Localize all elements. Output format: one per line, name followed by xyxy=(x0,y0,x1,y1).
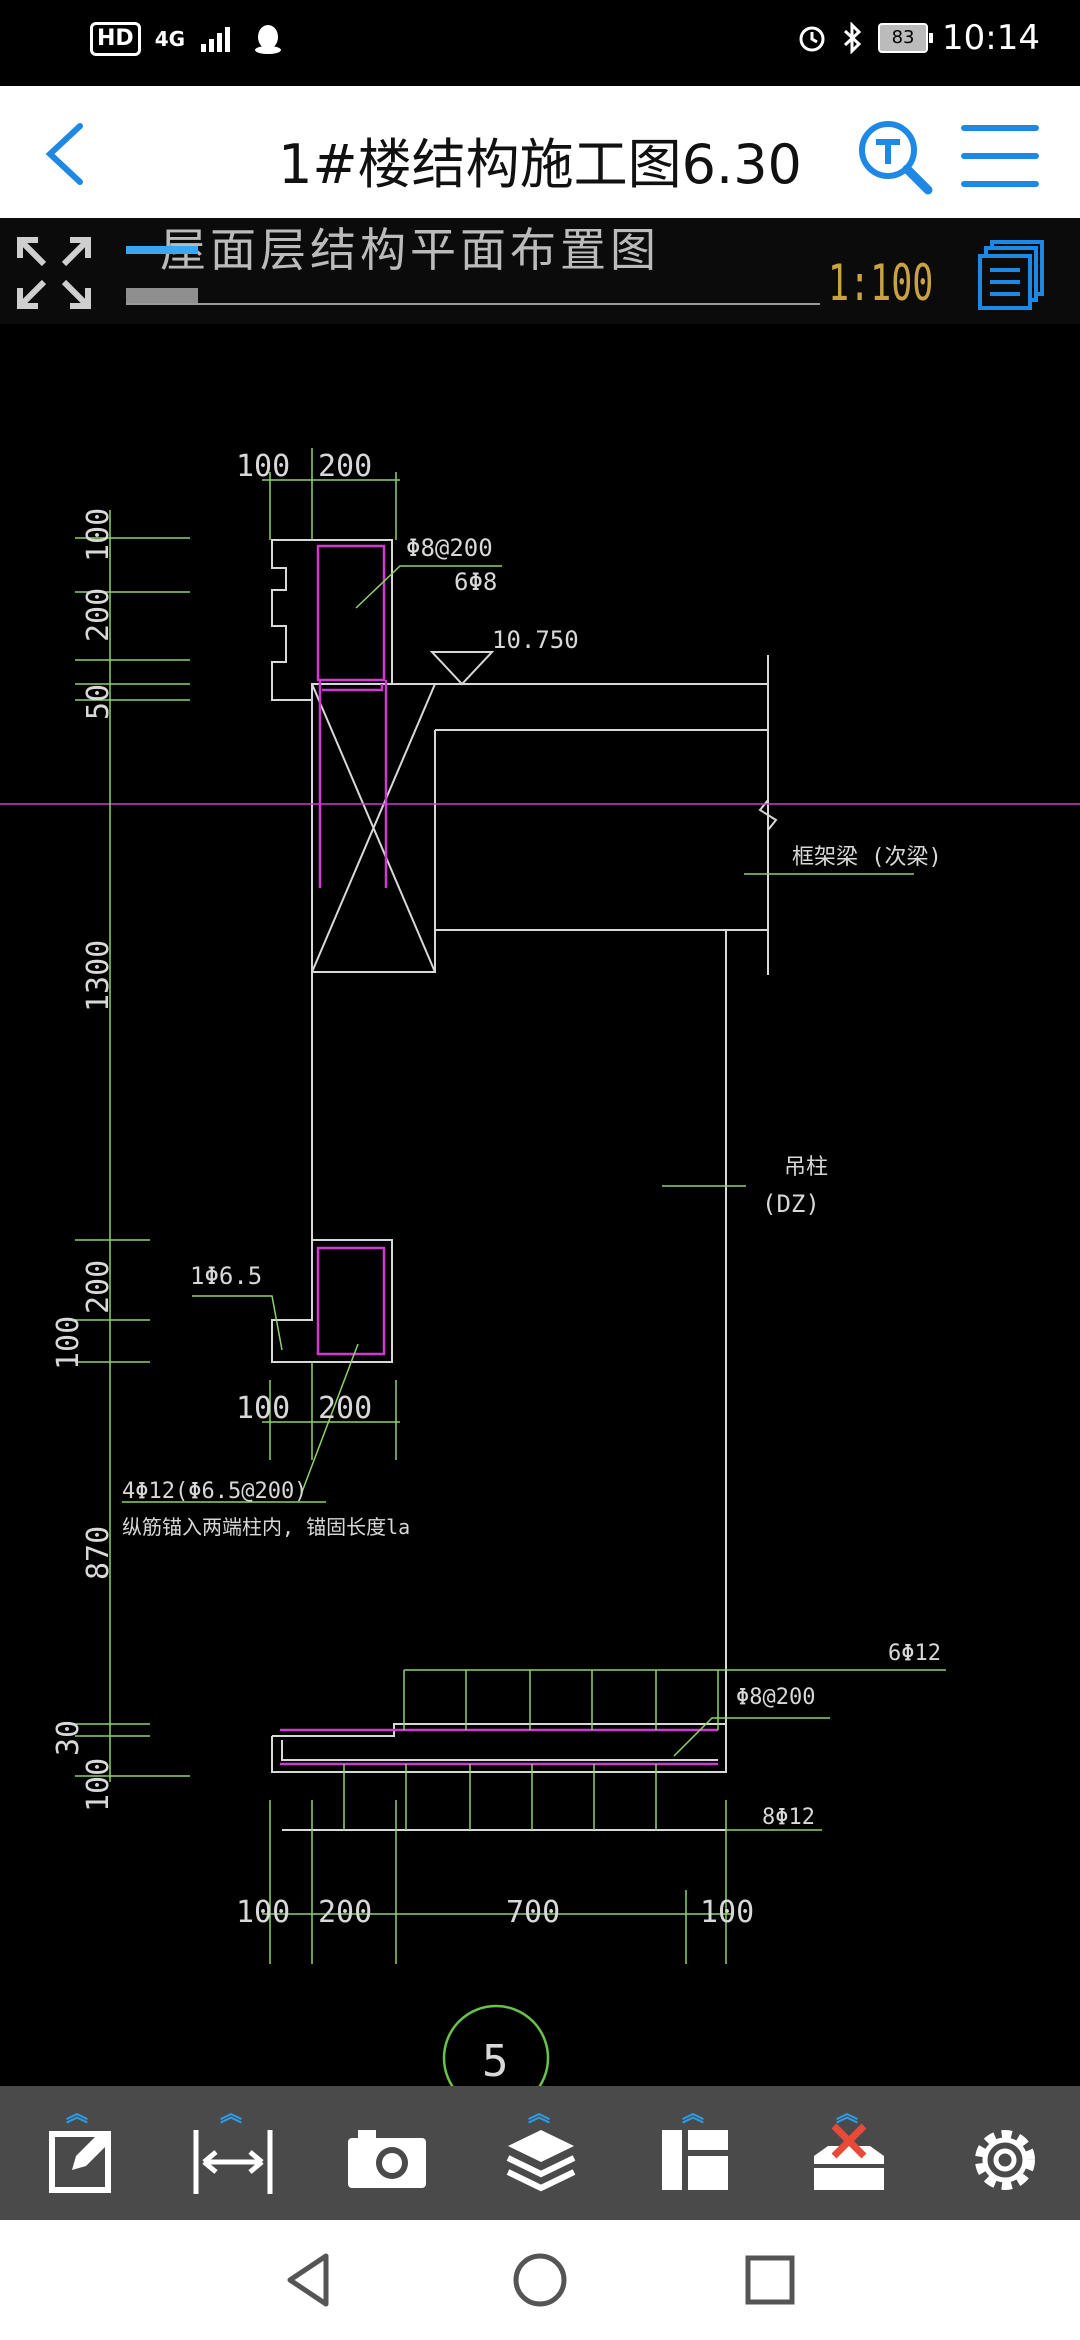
nav-recents-icon xyxy=(745,2255,795,2305)
system-nav-bar xyxy=(0,2220,1080,2340)
nav-home-button[interactable] xyxy=(510,2250,570,2310)
rebar-note-2: 纵筋锚入两端柱内, 锚固长度la xyxy=(122,1515,410,1539)
rebar-top-stirrup: Φ8@200 xyxy=(406,534,493,562)
hd-badge: HD xyxy=(90,22,141,56)
column-code: (DZ) xyxy=(762,1190,820,1218)
qq-icon xyxy=(255,25,282,54)
expand-chevron-icon: ︽ xyxy=(836,2102,859,2127)
detail-number: 5 xyxy=(482,2036,509,2086)
layers-icon xyxy=(506,2130,576,2192)
dim-top-200: 200 xyxy=(318,449,372,484)
page-title: 1#楼结构施工图6.30 xyxy=(278,133,802,196)
rebar-bottom-stirrup: Φ8@200 xyxy=(736,1685,815,1710)
signal-icon xyxy=(201,27,231,52)
expand-icon xyxy=(17,237,91,309)
drawing-scale: 1:100 xyxy=(828,254,934,312)
expand-chevron-icon: ︽ xyxy=(220,2102,243,2127)
layout-icon xyxy=(662,2130,728,2190)
elevation-label: 10.750 xyxy=(492,626,579,654)
sheets-icon xyxy=(978,240,1044,310)
nav-recents-button[interactable] xyxy=(740,2250,800,2310)
camera-icon xyxy=(348,2130,426,2188)
dim-left-200b: 200 xyxy=(81,1260,116,1314)
rebar-bottom-top: 6Φ12 xyxy=(888,1641,941,1666)
hamburger-icon xyxy=(961,125,1039,187)
back-button[interactable] xyxy=(34,114,114,194)
dim-bot-100: 100 xyxy=(236,1895,290,1930)
beam-label: 框架梁 (次梁) xyxy=(792,845,942,870)
settings-tool[interactable] xyxy=(950,2086,1060,2220)
dim-left-50: 50 xyxy=(81,684,116,720)
rebar-note-1: 4Φ12(Φ6.5@200) xyxy=(122,1479,307,1504)
sheet-list-button[interactable] xyxy=(978,238,1048,312)
annotate-tool[interactable]: ︽ xyxy=(24,2086,134,2220)
nav-back-icon xyxy=(287,2253,329,2307)
dim-mid-100: 100 xyxy=(236,1391,290,1426)
title-bar: 1#楼结构施工图6.30 xyxy=(0,86,1080,218)
dim-bot-100b: 100 xyxy=(700,1895,754,1930)
expand-chevron-icon: ︽ xyxy=(66,2102,89,2127)
dim-left-200: 200 xyxy=(81,588,116,642)
nav-back-button[interactable] xyxy=(280,2250,340,2310)
drawing-header: 屋面层结构平面布置图 1:100 xyxy=(0,218,1080,324)
dim-mid-200: 200 xyxy=(318,1391,372,1426)
camera-tool[interactable] xyxy=(332,2086,442,2220)
gear-icon xyxy=(975,2130,1035,2190)
cad-drawing: 100 200 Φ8@200 6Φ8 10.750 框架梁 (次梁) 吊柱 (D… xyxy=(0,448,1080,2086)
measure-icon xyxy=(193,2130,273,2194)
bottom-toolbar: ︽ ︽ ︽ ︽ xyxy=(0,2086,1080,2220)
measure-tool[interactable]: ︽ xyxy=(178,2086,288,2220)
text-search-icon xyxy=(859,121,933,195)
expand-chevron-icon: ︽ xyxy=(528,2102,551,2127)
toolbox-tool[interactable]: ︽ xyxy=(794,2086,904,2220)
dim-bot-200: 200 xyxy=(318,1895,372,1930)
dim-left-30: 30 xyxy=(51,1720,86,1756)
battery-icon: 83 xyxy=(878,23,934,53)
edit-icon xyxy=(49,2131,111,2193)
title-underline xyxy=(126,246,820,305)
dim-left-100: 100 xyxy=(81,508,116,562)
status-bar: HD 4G 83 10:14 xyxy=(0,0,1080,86)
rebar-bottom-bot: 8Φ12 xyxy=(762,1805,815,1830)
rebar-mid: 1Φ6.5 xyxy=(190,1262,262,1290)
clock: 10:14 xyxy=(942,18,1040,58)
text-search-button[interactable] xyxy=(854,116,934,196)
dim-bot-700: 700 xyxy=(506,1895,560,1930)
back-arrow-icon xyxy=(45,123,83,185)
layers-tool[interactable]: ︽ xyxy=(486,2086,596,2220)
layout-tool[interactable]: ︽ xyxy=(640,2086,750,2220)
dim-left-100b: 100 xyxy=(51,1316,86,1370)
expand-chevron-icon: ︽ xyxy=(682,2102,705,2127)
drawing-title: 屋面层结构平面布置图 xyxy=(160,223,660,277)
fullscreen-button[interactable] xyxy=(16,236,92,310)
dim-left-870: 870 xyxy=(81,1526,116,1580)
menu-button[interactable] xyxy=(960,118,1042,194)
column-label: 吊柱 xyxy=(784,1155,828,1180)
drawing-canvas[interactable]: 100 200 Φ8@200 6Φ8 10.750 框架梁 (次梁) 吊柱 (D… xyxy=(0,324,1080,2086)
nav-home-icon xyxy=(513,2253,567,2307)
dim-left-100c: 100 xyxy=(81,1758,116,1812)
rebar-top-long: 6Φ8 xyxy=(454,568,497,596)
toolbox-icon xyxy=(814,2123,884,2190)
dim-left-1300: 1300 xyxy=(81,940,116,1012)
alarm-icon xyxy=(799,26,825,52)
network-type: 4G xyxy=(154,27,186,51)
bluetooth-icon xyxy=(843,22,862,54)
dim-top-100: 100 xyxy=(236,449,290,484)
